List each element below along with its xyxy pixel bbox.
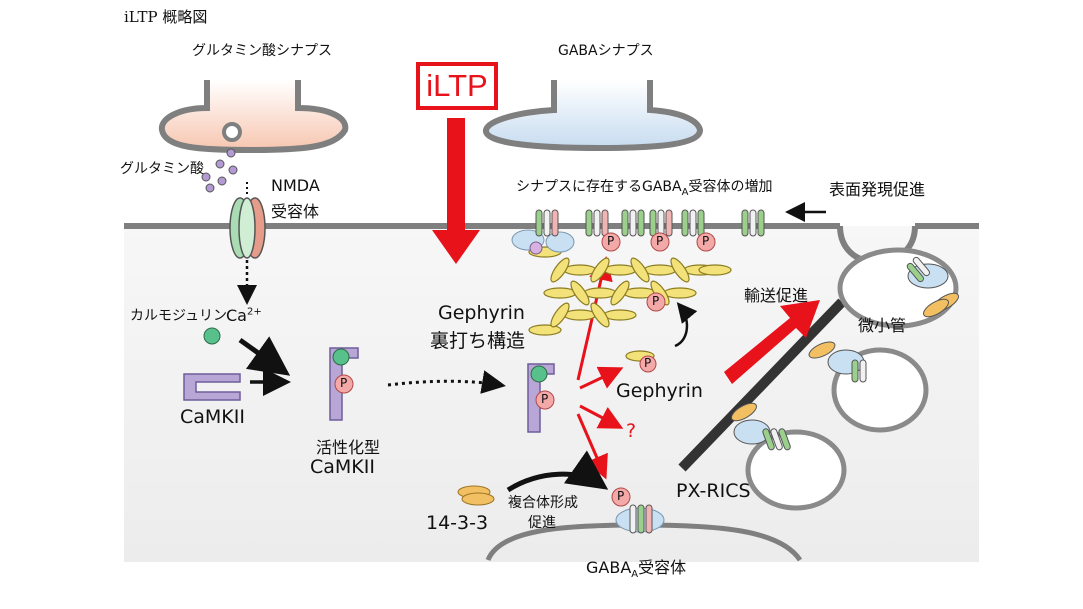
vesicle-cargo <box>731 256 959 451</box>
nmda-label-line1: NMDA <box>271 176 320 195</box>
nmda-label-line2: 受容体 <box>271 202 320 221</box>
glutamate-molecules <box>201 148 238 193</box>
phospho-label-gephyrin: P <box>644 356 652 370</box>
receptor-increase-label: シナプスに存在するGABAA受容体の増加 <box>516 179 773 198</box>
complex-label-line2: 促進 <box>528 515 556 531</box>
microtubule-label: 微小管 <box>858 316 907 335</box>
gephyrin-scaffold-label-line1: Gephyrin <box>438 302 525 324</box>
glutamate-synapse-label: グルタミン酸シナプス <box>192 43 332 59</box>
gabaa-receptors-membrane <box>511 209 765 255</box>
camkii-active-middle <box>527 363 555 433</box>
nmda-receptor <box>229 197 266 259</box>
surface-expression-label: 表面発現促進 <box>829 180 926 199</box>
glutamate-presynaptic-terminal <box>158 80 349 154</box>
active-camkii-label-line2: CaMKII <box>310 456 375 478</box>
phospho-label-receptor: P <box>617 489 625 503</box>
unknown-target-question: ? <box>626 420 637 442</box>
gaba-presynaptic-terminal <box>483 80 704 152</box>
gabaa-receptor-label: GABAA受容体 <box>586 558 687 581</box>
phospho-label-scaffold-4: P <box>652 294 660 308</box>
figure-caption: iLTP 概略図 <box>124 8 208 26</box>
iltp-red-arrow <box>432 118 480 264</box>
protein-14-3-3-label: 14-3-3 <box>426 512 489 534</box>
transport-red-arrow <box>724 300 820 384</box>
phospho-label-scaffold-3: P <box>702 234 710 248</box>
gephyrin-scaffold <box>528 246 732 336</box>
iltp-box: iLTP <box>416 62 498 110</box>
phospho-label-scaffold-2: P <box>656 234 664 248</box>
gephyrin-label: Gephyrin <box>616 380 703 402</box>
protein-14-3-3 <box>457 485 495 506</box>
phospho-label-camkii: P <box>340 376 348 390</box>
camkii-label: CaMKII <box>180 406 245 428</box>
phospho-label-camkii-middle: P <box>541 392 549 406</box>
px-rics-label: PX-RICS <box>676 480 751 502</box>
microtubule-line <box>678 298 846 472</box>
calmodulin-label: カルモジュリン <box>130 308 228 324</box>
gephyrin-scaffold-label-line2: 裏打ち構造 <box>430 330 526 352</box>
calcium-label: Ca2+ <box>226 306 262 325</box>
active-camkii-label-line1: 活性化型 <box>316 438 381 457</box>
gaba-synapse-label: GABAシナプス <box>558 43 654 59</box>
phosphorylation-arrows <box>576 256 624 480</box>
transport-label: 輸送促進 <box>744 286 809 305</box>
phospho-label-scaffold-1: P <box>607 234 615 248</box>
camkii-inactive <box>183 373 241 401</box>
complex-label-line1: 複合体形成 <box>508 495 578 511</box>
phospho-sites-scaffold <box>601 232 716 312</box>
gabaa-receptor-complex <box>485 487 803 562</box>
camkii-active <box>329 347 359 421</box>
glutamate-label: グルタミン酸 <box>120 161 204 177</box>
